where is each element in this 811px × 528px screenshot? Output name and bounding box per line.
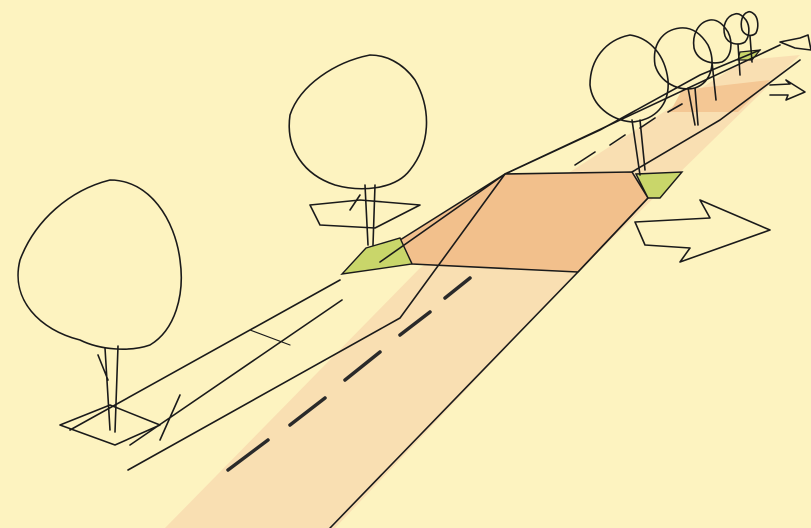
street-sketch-illustration: [0, 0, 811, 528]
street-sketch-canvas: [0, 0, 811, 528]
